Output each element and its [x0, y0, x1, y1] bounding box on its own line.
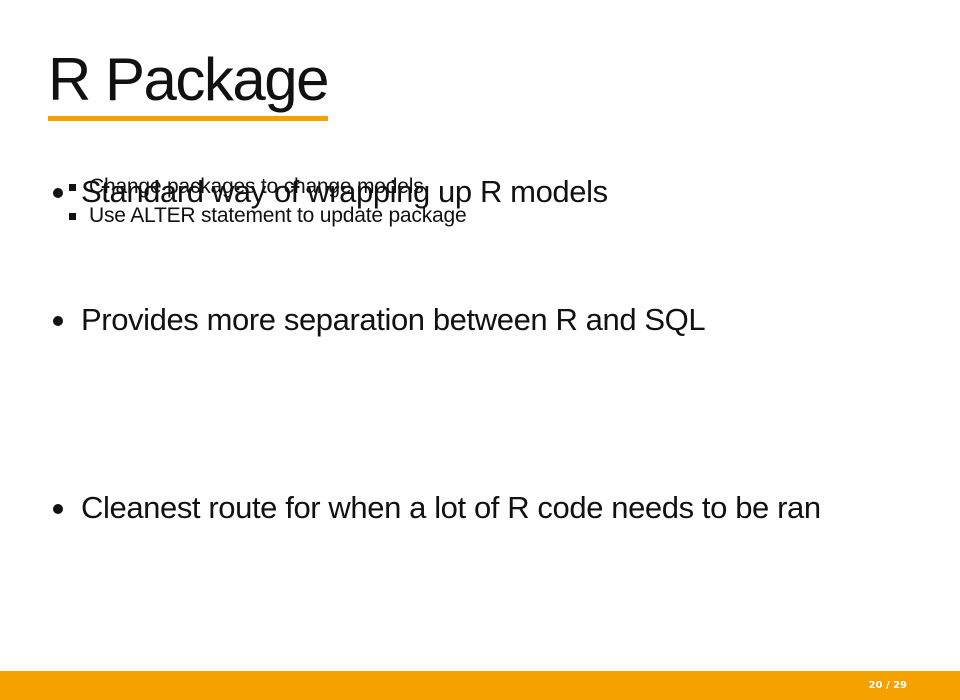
slide-title: R Package — [48, 44, 330, 121]
square-bullet-icon — [69, 213, 76, 220]
sub-bullet-list: Change packages to change models Use ALT… — [69, 172, 467, 230]
bullet-text: Standard way of wrapping up R models — [81, 174, 608, 209]
bullet-dot-icon — [53, 504, 63, 514]
page-number: 20 / 29 — [868, 680, 907, 691]
sub-bullet-text: Change packages to change models — [89, 175, 424, 198]
sub-bullet-text: Use ALTER statement to update package — [89, 204, 467, 227]
sub-bullet-item: Use ALTER statement to update package — [69, 201, 467, 230]
bullet-item: Provides more separation between R and S… — [48, 298, 706, 342]
sub-bullet-item: Change packages to change models — [69, 172, 466, 201]
bullet-item: Standard way of wrapping up R models — [48, 170, 608, 214]
bullet-text: Cleanest route for when a lot of R code … — [81, 490, 821, 525]
bullet-item: Cleanest route for when a lot of R code … — [48, 486, 821, 530]
footer-bar: 20 / 29 — [0, 671, 960, 700]
bullet-text: Provides more separation between R and S… — [81, 302, 706, 337]
bullet-dot-icon — [53, 316, 63, 326]
square-bullet-icon — [69, 184, 76, 191]
bullet-dot-icon — [53, 188, 63, 198]
